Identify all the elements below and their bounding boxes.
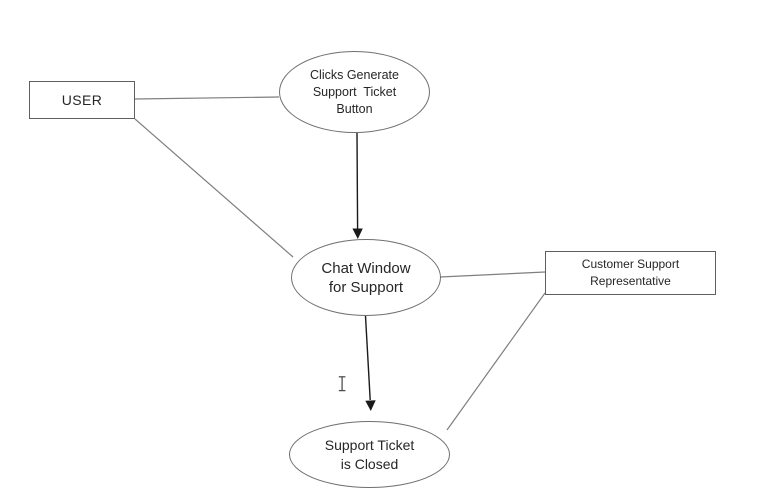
arrow-stem [356,132,359,230]
arrowhead-icon [365,400,376,411]
node-support-ticket-closed-label: Support Ticket is Closed [324,436,415,472]
arrow-stem [364,315,371,401]
node-customer-support-representative[interactable]: Customer Support Representative [545,251,716,295]
node-customer-support-representative-label: Customer Support Representative [581,257,680,288]
node-chat-window[interactable]: Chat Window for Support [291,239,441,316]
edge-chat-window-to-csr[interactable] [439,271,546,278]
node-chat-window-label: Chat Window for Support [321,259,411,296]
edge-csr-to-ticket-closed[interactable] [446,292,546,431]
node-user[interactable]: USER [29,81,135,119]
edge-clicks-generate-to-chat-window-arrow[interactable] [352,132,363,239]
edge-user-to-clicks-generate[interactable] [134,96,280,100]
edge-user-to-chat-window[interactable] [134,118,294,258]
node-support-ticket-closed[interactable]: Support Ticket is Closed [289,421,450,488]
node-user-label: USER [61,92,103,108]
node-clicks-generate-ticket-label: Clicks Generate Support Ticket Button [310,67,399,116]
arrowhead-icon [352,228,363,239]
node-clicks-generate-ticket[interactable]: Clicks Generate Support Ticket Button [279,51,430,133]
edge-chat-window-to-ticket-closed-arrow[interactable] [364,315,376,411]
text-cursor-ibeam-icon [338,376,346,392]
